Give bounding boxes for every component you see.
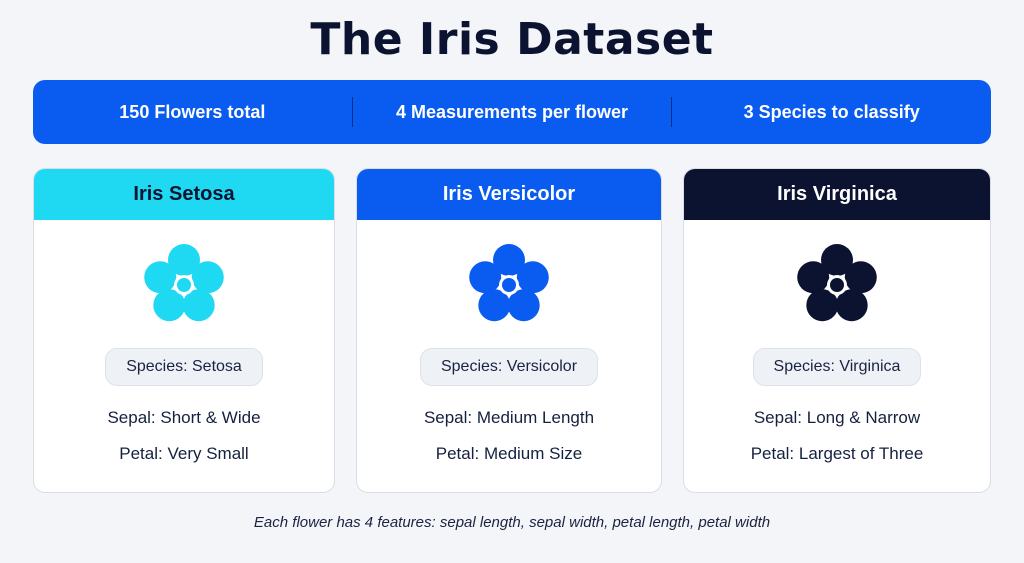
- stat-species: 3 Species to classify: [743, 101, 920, 122]
- petal-description: Petal: Medium Size: [435, 444, 583, 463]
- petal-shape: [168, 244, 200, 276]
- stat-flowers: 150 Flowers total: [119, 101, 266, 122]
- petal-shape: [507, 289, 540, 322]
- petal-shape: [144, 261, 177, 294]
- card-header: Iris Virginica: [684, 169, 990, 220]
- petal-description: Petal: Largest of Three: [750, 444, 924, 463]
- flower-svg: [469, 244, 549, 322]
- flower-center: [502, 278, 516, 292]
- petal-shape: [821, 244, 853, 276]
- stat-measurements: 4 Measurements per flower: [395, 101, 629, 122]
- sepal-description: Sepal: Short & Wide: [107, 408, 261, 427]
- flower-icon: [684, 240, 990, 330]
- species-pill: Species: Setosa: [105, 348, 263, 386]
- petal-shape: [191, 261, 224, 294]
- card-header: Iris Setosa: [34, 169, 334, 220]
- petal-shape: [182, 289, 215, 322]
- flower-svg: [144, 244, 224, 322]
- card-versicolor: Iris Versicolor Species: Versicolor Sepa…: [356, 168, 662, 493]
- stat-divider: [671, 97, 673, 127]
- petal-description: Petal: Very Small: [119, 444, 249, 463]
- flower-icon: [357, 240, 661, 330]
- petal-shape: [478, 289, 511, 322]
- card-header: Iris Versicolor: [357, 169, 661, 220]
- petal-shape: [516, 261, 549, 294]
- petal-shape: [797, 261, 830, 294]
- sepal-description: Sepal: Medium Length: [423, 408, 595, 427]
- petal-shape: [153, 289, 186, 322]
- flower-icon: [34, 240, 334, 330]
- flower-center: [177, 278, 191, 292]
- page-title: The Iris Dataset: [310, 14, 714, 65]
- stat-divider: [351, 97, 353, 127]
- petal-shape: [469, 261, 502, 294]
- card-setosa: Iris Setosa Species: Setosa Sepal: Short…: [33, 168, 335, 493]
- petal-shape: [493, 244, 525, 276]
- species-pill: Species: Virginica: [752, 348, 922, 386]
- stats-bar: 150 Flowers total 4 Measurements per flo…: [33, 80, 991, 144]
- sepal-description: Sepal: Long & Narrow: [753, 408, 921, 427]
- petal-shape: [806, 289, 839, 322]
- flower-center: [830, 278, 844, 292]
- petal-shape: [844, 261, 877, 294]
- flower-svg: [797, 244, 877, 322]
- species-pill: Species: Versicolor: [419, 348, 599, 386]
- card-virginica: Iris Virginica Species: Virginica Sepal:…: [683, 168, 991, 493]
- petal-shape: [835, 289, 868, 322]
- footer-note: Each flower has 4 features: sepal length…: [253, 514, 771, 531]
